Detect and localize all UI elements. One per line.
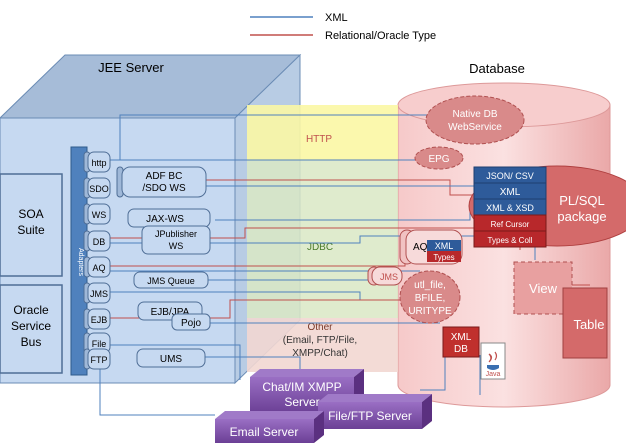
adapter-sdo-label: SDO	[89, 184, 109, 194]
plsql-label-1: PL/SQL	[559, 193, 605, 208]
legend-xml-label: XML	[325, 12, 348, 24]
other-label-3: XMPP/Chat)	[292, 348, 348, 359]
adapter-http-label: http	[91, 158, 106, 168]
adapters-label: Adapters	[77, 248, 84, 277]
adapter-file-label: File	[92, 339, 107, 349]
aq-types-label: Types	[433, 253, 454, 262]
chat-server-label-2: Server	[284, 395, 319, 409]
http-label: HTTP	[306, 134, 332, 145]
epg-node	[414, 146, 464, 170]
adapter-db-label: DB	[93, 237, 106, 247]
utl-file-label-3: URITYPE	[408, 306, 452, 317]
adapter-ws-label: WS	[92, 210, 107, 220]
other-label-2: (Email, FTP/File,	[283, 335, 357, 346]
plsql-label-2: package	[557, 209, 606, 224]
xml-row-label: XML	[500, 187, 521, 198]
native-db-ws-label-2: WebService	[448, 122, 502, 133]
adapter-http	[87, 151, 111, 173]
adapter-ejb-label: EJB	[91, 315, 108, 325]
soa-suite-label-2: Suite	[17, 223, 45, 237]
jms-queue-box	[133, 271, 209, 289]
java-logo	[480, 342, 506, 380]
jpublisher-box	[141, 225, 211, 255]
ejb-jpa-label: EJB/JPA	[151, 307, 190, 318]
java-label: Java	[486, 371, 501, 378]
types-coll-label: Types & Coll	[488, 236, 533, 245]
view-box	[513, 261, 573, 315]
email-server-box	[215, 419, 314, 443]
utl-file-label-1: utl_file,	[414, 280, 446, 291]
aq-xml-box	[427, 240, 461, 251]
email-server-label: Email Server	[230, 425, 299, 439]
pojo-box	[171, 313, 211, 331]
utl-file-label-2: BFILE,	[415, 293, 446, 304]
json-csv-label: JSON/ CSV	[486, 171, 534, 181]
ums-label: UMS	[160, 354, 183, 365]
epg-label: EPG	[428, 154, 449, 165]
http-band	[247, 105, 398, 160]
osb-label-3: Bus	[21, 335, 42, 349]
adapter-sdo	[87, 177, 111, 199]
other-label-1: Other	[307, 322, 333, 333]
jax-ws-label: JAX-WS	[146, 214, 184, 225]
jee-server-title: JEE Server	[98, 60, 164, 75]
utl-file-node	[399, 270, 461, 324]
protocol-bands: HTTP JDBC Other (Email, FTP/File, XMPP/C…	[247, 105, 398, 372]
java-components: ADF BC /SDO WS JAX-WS JPublisher WS JMS …	[116, 166, 211, 368]
adapter-ftp-label: FTP	[91, 355, 108, 365]
oracle-service-bus-box: Oracle Service Bus	[0, 284, 63, 374]
java-steam-icon	[488, 351, 498, 363]
other-band	[247, 318, 398, 372]
native-db-ws-node	[425, 95, 525, 145]
jms-cylinder	[371, 266, 403, 286]
table-box	[562, 287, 608, 359]
jpublisher-label-2: WS	[169, 241, 184, 251]
adapter-ws	[87, 203, 111, 225]
adapter-jms-label: JMS	[90, 289, 108, 299]
xml-xsd-label: XML & XSD	[486, 203, 534, 213]
soa-suite-box: SOA Suite	[0, 173, 63, 277]
chat-server-label-1: Chat/IM XMPP	[262, 380, 341, 394]
xml-db-label-2: DB	[454, 344, 468, 355]
jms-db-label: JMS	[380, 272, 398, 282]
adf-bc-label-2: /SDO WS	[142, 183, 186, 194]
adapter-ftp	[87, 348, 111, 370]
types-coll-row	[473, 230, 547, 248]
ftp-server-label: File/FTP Server	[328, 409, 412, 423]
ref-cursor-label: Ref Cursor	[491, 220, 530, 229]
jpublisher-label-1: JPublisher	[155, 229, 197, 239]
legend-relational-label: Relational/Oracle Type	[325, 30, 436, 42]
aq-label: AQ	[413, 242, 428, 253]
osb-label-2: Service	[11, 319, 51, 333]
table-label: Table	[573, 317, 604, 332]
soa-suite-label-1: SOA	[18, 207, 43, 221]
adf-bc-label-1: ADF BC	[146, 171, 183, 182]
view-label: View	[529, 281, 558, 296]
pojo-label: Pojo	[181, 318, 201, 329]
jdbc-label: JDBC	[307, 242, 333, 253]
native-db-ws-label-1: Native DB	[452, 109, 497, 120]
jms-queue-label: JMS Queue	[147, 276, 195, 286]
jdbc-band	[247, 160, 398, 318]
legend: XML Relational/Oracle Type	[250, 12, 436, 42]
aq-types-box	[427, 251, 461, 262]
adapter-ejb	[87, 308, 111, 330]
xml-db-label-1: XML	[451, 332, 472, 343]
database-title: Database	[469, 61, 525, 76]
java-cup-icon	[487, 365, 499, 370]
ftp-server-box	[318, 402, 422, 429]
adapter-jms	[87, 282, 111, 304]
adf-bc-box	[121, 166, 207, 198]
adapter-aq-label: AQ	[92, 263, 105, 273]
ums-box	[136, 348, 206, 368]
adapter-db	[87, 230, 111, 252]
osb-label-1: Oracle	[13, 303, 49, 317]
aq-xml-label: XML	[435, 241, 454, 251]
xml-db-box	[442, 326, 480, 358]
database-components: Native DB WebService EPG PL/SQL package …	[367, 95, 626, 380]
external-servers: Chat/IM XMPP Server File/FTP Server Emai…	[215, 369, 432, 443]
adapter-aq	[87, 256, 111, 278]
